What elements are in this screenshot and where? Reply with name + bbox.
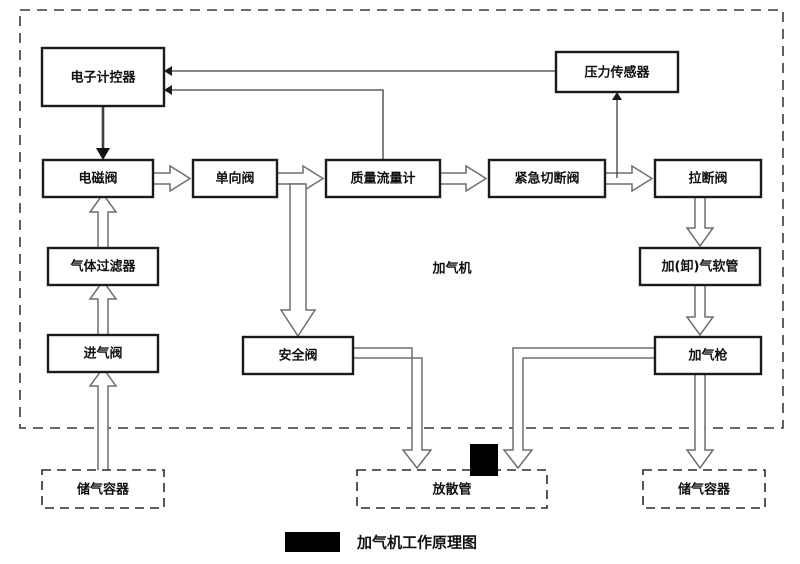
node-breakaway-valve[interactable]: 拉断阀 [653, 158, 763, 199]
redaction-block-caption [285, 532, 340, 552]
flow-filter-to-solenoid [88, 192, 118, 249]
flow-storage-to-inlet [88, 366, 118, 475]
flow-breakaway-to-hose [685, 196, 715, 248]
flow-solenoid-to-check [152, 164, 192, 193]
node-pressure-sensor-label: 压力传感器 [584, 65, 650, 81]
node-solenoid-valve[interactable]: 电磁阀 [41, 158, 155, 199]
flow-nozzle-to-storage [685, 373, 715, 470]
flow-check-to-massflow [276, 164, 325, 193]
node-fill-hose[interactable]: 加(卸)气软管 [638, 246, 762, 287]
node-safety-valve-label: 安全阀 [278, 348, 317, 364]
node-inlet-valve[interactable]: 进气阀 [46, 333, 160, 374]
signal-massflow-to-controller [172, 89, 384, 160]
flow-safety-to-vent [352, 347, 433, 470]
node-storage-vessel-outlet[interactable]: 储气容器 [642, 469, 766, 509]
signal-massflow-to-controller-head [164, 85, 172, 95]
flow-check-to-safety [279, 183, 317, 338]
flow-nozzle-to-vent [502, 347, 656, 470]
node-mass-flow-meter[interactable]: 质量流量计 [324, 158, 442, 199]
node-controller[interactable]: 电子计控器 [40, 46, 166, 108]
node-emergency-shutoff-valve[interactable]: 紧急切断阀 [487, 158, 607, 199]
signal-emergency-to-pressure-head [612, 92, 622, 100]
flow-emergency-to-breakaway [604, 164, 654, 193]
node-vent-pipe[interactable]: 放散管 [356, 469, 548, 509]
signal-pressure-to-controller-head [164, 66, 172, 76]
flow-inlet-to-filter [88, 279, 118, 336]
pipe-flow-layer [88, 164, 715, 475]
node-fill-hose-label: 加(卸)气软管 [661, 259, 739, 275]
signal-controller-to-solenoid-head [96, 148, 110, 160]
node-safety-valve[interactable]: 安全阀 [241, 335, 355, 376]
node-layer: 电子计控器 压力传感器 电磁阀 单向阀 质量流量计 紧急切断阀 拉断阀 [40, 46, 766, 509]
figure-caption: 加气机工作原理图 [356, 534, 477, 552]
node-storage-vessel-inlet[interactable]: 储气容器 [41, 469, 165, 509]
node-fuel-nozzle-label: 加气枪 [687, 348, 727, 364]
flow-hose-to-nozzle [685, 284, 715, 337]
signal-layer [96, 66, 622, 178]
flow-massflow-to-emergency [439, 164, 488, 193]
dispenser-area-label: 加气机 [431, 261, 471, 277]
node-gas-filter-label: 气体过滤器 [70, 259, 136, 275]
node-storage-vessel-outlet-label: 储气容器 [677, 482, 731, 498]
dispenser-boundary [19, 9, 784, 429]
node-storage-vessel-inlet-label: 储气容器 [76, 482, 130, 498]
node-inlet-valve-label: 进气阀 [83, 346, 122, 362]
node-check-valve-label: 单向阀 [215, 171, 254, 187]
redaction-block-vent [470, 444, 498, 476]
node-solenoid-valve-label: 电磁阀 [78, 171, 117, 187]
node-check-valve[interactable]: 单向阀 [191, 158, 279, 199]
node-pressure-sensor[interactable]: 压力传感器 [554, 50, 680, 94]
node-controller-label: 电子计控器 [70, 70, 136, 86]
node-fuel-nozzle[interactable]: 加气枪 [653, 335, 763, 376]
node-gas-filter[interactable]: 气体过滤器 [46, 246, 160, 287]
node-vent-pipe-label: 放散管 [431, 482, 471, 498]
node-mass-flow-meter-label: 质量流量计 [350, 171, 415, 187]
node-emergency-shutoff-valve-label: 紧急切断阀 [514, 171, 579, 187]
node-breakaway-valve-label: 拉断阀 [688, 171, 727, 187]
